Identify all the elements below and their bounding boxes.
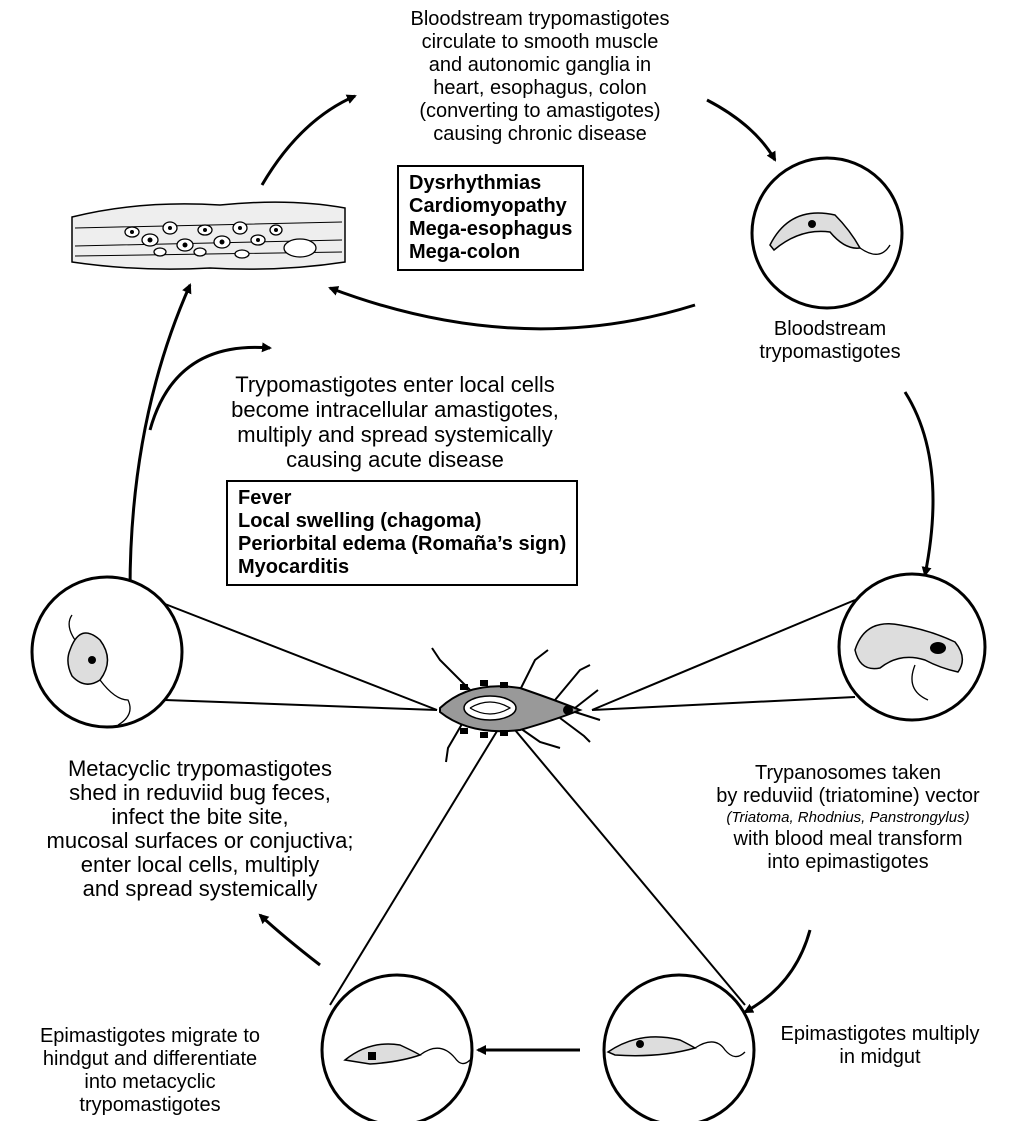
arrow-to-local-cells: [148, 342, 272, 431]
text-line: in midgut: [839, 1046, 921, 1068]
ingested-trypomastigote-circle: [837, 572, 987, 722]
text-line: into metacyclic: [84, 1071, 216, 1093]
text-line: mucosal surfaces or conjuctiva;: [46, 828, 354, 853]
reduviid-bug-illustration: [431, 647, 601, 763]
muscle-tissue-illustration: [71, 201, 346, 270]
text-line: Trypanosomes taken: [754, 762, 941, 784]
text-line: and autonomic ganglia in: [428, 54, 652, 76]
arrow-to-midgut: [743, 929, 812, 1014]
midgut-epimastigote-circle: [602, 973, 756, 1121]
acute-disease-box: Fever Local swelling (chagoma) Periorbit…: [226, 480, 579, 586]
bloodstream-chronic-description: Bloodstream trypomastigotes circulate to…: [360, 8, 720, 146]
text-line: shed in reduviid bug feces,: [69, 780, 331, 805]
metacyclic-trypomastigote-circle: [30, 575, 184, 729]
chronic-symptom: Cardiomyopathy: [409, 195, 567, 217]
midgut-description: Epimastigotes multiply in midgut: [745, 1023, 1015, 1069]
text-line: by reduviid (triatomine) vector: [716, 785, 980, 807]
text-line: (converting to amastigotes): [419, 100, 661, 122]
bloodstream-trypomastigote-circle: [750, 156, 904, 310]
arrow-bloodstream-to-tissue: [328, 286, 696, 331]
text-line: Bloodstream trypomastigotes: [410, 8, 670, 30]
acute-symptom: Fever: [238, 487, 292, 509]
arrow-up-to-tissue: [128, 283, 192, 591]
chronic-symptom: Mega-esophagus: [409, 218, 573, 240]
acute-disease-description: Trypomastigotes enter local cells become…: [180, 372, 610, 472]
arrow-hindgut-to-metacyclic: [258, 913, 321, 967]
vector-uptake-description: Trypanosomes taken by reduviid (triatomi…: [668, 762, 1028, 874]
text-line: circulate to smooth muscle: [421, 31, 659, 53]
hindgut-epimastigote-circle: [320, 973, 474, 1121]
text-line: enter local cells, multiply: [80, 852, 320, 877]
text-line: become intracellular amastigotes,: [231, 397, 559, 422]
text-line: infect the bite site,: [111, 804, 289, 829]
text-line: Epimastigotes migrate to: [39, 1025, 261, 1047]
chronic-symptom: Mega-colon: [409, 241, 521, 263]
text-line: into epimastigotes: [767, 851, 929, 873]
text-line: with blood meal transform: [733, 828, 963, 850]
bloodstream-trypomastigotes-label: Bloodstream trypomastigotes: [745, 318, 915, 364]
text-line: trypomastigotes: [759, 341, 901, 363]
text-line: trypomastigotes: [79, 1094, 221, 1116]
text-line: Metacyclic trypomastigotes: [67, 756, 333, 781]
text-line: heart, esophagus, colon: [433, 77, 647, 99]
text-line: and spread systemically: [82, 876, 318, 901]
text-line: Bloodstream: [773, 318, 887, 340]
arrow-tissue-to-top: [260, 94, 357, 186]
text-line: multiply and spread systemically: [237, 422, 553, 447]
arrow-top-to-bloodstream: [706, 98, 777, 162]
text-line: causing acute disease: [286, 447, 504, 472]
metacyclic-description: Metacyclic trypomastigotes shed in reduv…: [0, 757, 400, 901]
vector-genera: (Triatoma, Rhodnius, Panstrongylus): [726, 809, 970, 826]
chronic-disease-box: Dysrhythmias Cardiomyopathy Mega-esophag…: [397, 165, 585, 271]
text-line: hindgut and differentiate: [42, 1048, 258, 1070]
chronic-symptom: Dysrhythmias: [409, 172, 542, 194]
text-line: causing chronic disease: [433, 123, 647, 145]
text-line: Trypomastigotes enter local cells: [235, 372, 555, 397]
acute-symptom: Myocarditis: [238, 556, 350, 578]
acute-symptom: Periorbital edema (Romaña’s sign): [238, 533, 567, 555]
text-line: Epimastigotes multiply: [780, 1023, 980, 1045]
acute-symptom: Local swelling (chagoma): [238, 510, 482, 532]
magnification-lines: [164, 599, 856, 1006]
arrow-bloodstream-down: [903, 391, 935, 577]
cycle-arrows: [128, 94, 935, 1055]
hindgut-description: Epimastigotes migrate to hindgut and dif…: [0, 1025, 300, 1117]
